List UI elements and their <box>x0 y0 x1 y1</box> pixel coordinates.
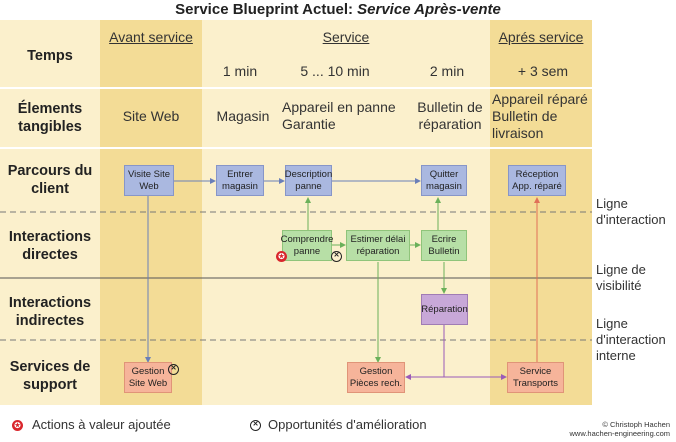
label-ligne-interaction: Ligne d'interaction <box>596 196 666 227</box>
legend-valeur: Actions à valeur ajoutée <box>32 417 171 432</box>
box-gestion-web: Gestion Site Web <box>124 362 172 393</box>
tangible-magasin: Magasin <box>216 108 270 124</box>
label-ligne-visibilite: Ligne de visibilité <box>596 262 646 293</box>
tangible-bulletin: Bulletin de réparation <box>417 99 483 132</box>
row-header-services: Services de support <box>9 359 91 393</box>
legend-opportunity-icon: ✕ <box>250 420 261 431</box>
credit-line2: www.hachen-engineering.com <box>569 429 670 438</box>
time-4: + 3 sem <box>517 63 569 79</box>
row-header-interactions-directes: Interactions directes <box>8 229 92 263</box>
tangible-appareil: Appareil en panne Garantie <box>282 99 396 132</box>
legend-opportunites: Opportunités d'amélioration <box>268 417 427 432</box>
row-header-temps: Temps <box>27 48 73 64</box>
tangible-site: Site Web <box>122 108 180 124</box>
time-1: 1 min <box>222 63 258 79</box>
phase-apres: Aprés service <box>498 29 584 45</box>
diagram-title: Service Blueprint Actuel: Service Après-… <box>0 0 676 20</box>
box-entrer: Entrer magasin <box>216 165 264 196</box>
legend-star-icon: ✪ <box>12 420 23 431</box>
box-comprendre: Comprendre panne <box>281 230 333 261</box>
tangible-repare: Appareil réparé Bulletin de livraison <box>492 91 588 141</box>
box-visite: Visite Site Web <box>124 165 174 196</box>
value-added-star-icon: ✪ <box>276 251 287 262</box>
credit-line1: © Christoph Hachen <box>602 420 670 429</box>
credit: © Christoph Hachen www.hachen-engineerin… <box>570 420 670 438</box>
box-reception: Réception App. réparé <box>508 165 566 196</box>
box-gestion-pieces: Gestion Pièces rech. <box>347 362 405 393</box>
time-3: 2 min <box>429 63 465 79</box>
box-estimer: Estimer délai réparation <box>346 230 410 261</box>
row-header-elements: Élements tangibles <box>17 101 83 135</box>
box-description: Description panne <box>285 165 332 196</box>
title-italic: Service Après-vente <box>357 1 501 18</box>
time-2: 5 ... 10 min <box>300 63 370 79</box>
improvement-opportunity-icon-estimer: ✕ <box>331 251 342 262</box>
phase-service: Service <box>322 29 370 45</box>
row-header-interactions-indirectes: Interactions indirectes <box>8 295 92 329</box>
title-main: Service Blueprint Actuel: <box>175 1 353 18</box>
row-header-parcours: Parcours du client <box>7 163 93 197</box>
phase-avant: Avant service <box>109 29 193 45</box>
box-reparation: Réparation <box>421 294 468 325</box>
improvement-opportunity-icon-gestion-web: ✕ <box>168 364 179 375</box>
label-ligne-interne: Ligne d'interaction interne <box>596 316 666 363</box>
box-transports: Service Transports <box>507 362 564 393</box>
box-ecrire: Ecrire Bulletin <box>421 230 467 261</box>
box-quitter: Quitter magasin <box>421 165 467 196</box>
